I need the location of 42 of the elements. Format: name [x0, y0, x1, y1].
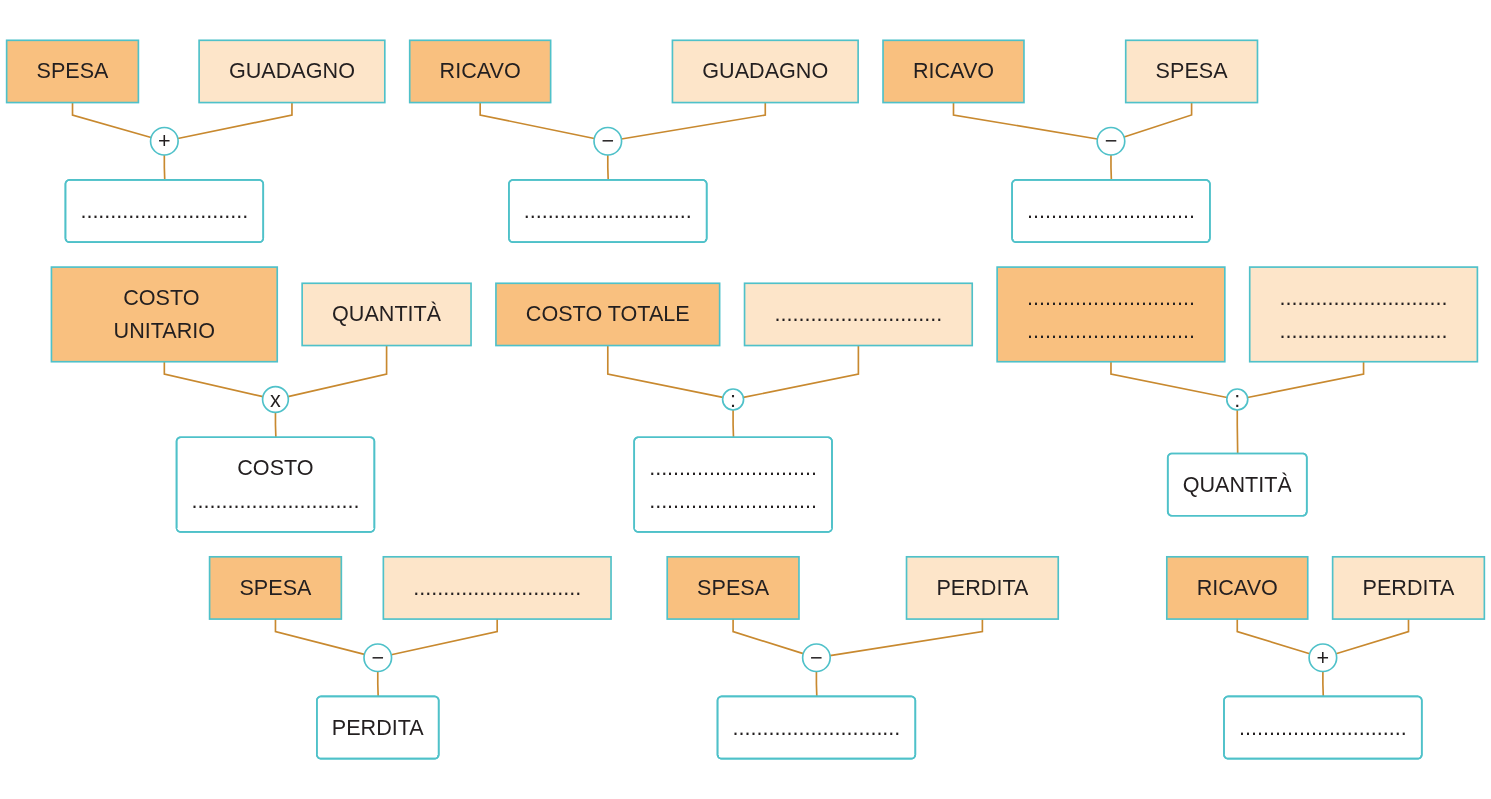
- connector: [287, 344, 388, 398]
- node-box: COSTO UNITARIO: [50, 266, 279, 363]
- node-box: RICAVO: [882, 39, 1025, 104]
- connector: [829, 618, 984, 657]
- node-circle: :: [721, 388, 745, 411]
- node-box: SPESA: [208, 555, 343, 620]
- node-box: ............................: [382, 555, 612, 620]
- node-box: ............................ ............................: [1248, 266, 1479, 363]
- node-box: RICAVO: [1165, 555, 1309, 620]
- node-circle: −: [801, 643, 832, 673]
- connector: [163, 360, 264, 398]
- node-box: SPESA: [666, 555, 800, 620]
- node-circle: −: [363, 643, 393, 673]
- connector: [376, 670, 379, 698]
- connector: [606, 344, 724, 399]
- node-box: SPESA: [5, 39, 140, 104]
- connector: [815, 670, 818, 698]
- node-box: SPESA: [1124, 39, 1259, 104]
- node-box: PERDITA: [1331, 555, 1486, 620]
- node-circle: +: [1308, 643, 1338, 673]
- connector: [177, 101, 293, 140]
- connector: [732, 409, 735, 439]
- connector: [71, 101, 152, 139]
- node-circle: −: [593, 126, 623, 156]
- node-circle: +: [149, 126, 179, 156]
- connector: [274, 411, 277, 439]
- node-box: ............................: [743, 282, 974, 347]
- node-circle: :: [1225, 388, 1249, 411]
- connector: [1335, 618, 1410, 655]
- node-box: QUANTITÀ: [301, 282, 472, 347]
- node-box: PERDITA: [905, 555, 1060, 620]
- connector: [1110, 360, 1228, 399]
- connector: [1123, 101, 1193, 138]
- node-circle: x: [261, 385, 290, 414]
- node-box: COSTO TOTALE: [495, 282, 721, 347]
- node-box: GUADAGNO: [198, 39, 386, 104]
- connector: [1236, 409, 1239, 455]
- node-box: ............................ ............................: [996, 266, 1226, 363]
- node-box: GUADAGNO: [671, 39, 859, 104]
- node-circle: −: [1096, 126, 1126, 156]
- node-box: RICAVO: [408, 39, 552, 104]
- connector: [1322, 670, 1325, 698]
